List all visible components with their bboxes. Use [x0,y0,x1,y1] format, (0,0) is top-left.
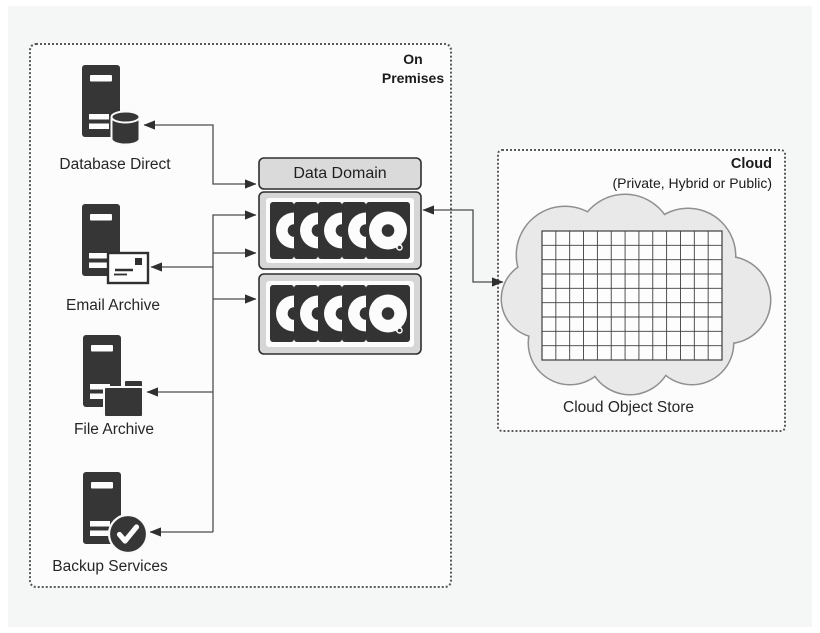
database-cylinder-icon [110,110,141,146]
object-store-grid [541,230,723,361]
folder-icon [103,379,144,418]
connector-trunk [212,210,257,532]
cloud-shape-icon [500,193,772,396]
data-domain-label: Data Domain [293,165,387,182]
cloud-title-main: Cloud [730,156,772,172]
data-domain-header [258,157,422,190]
on-premises-title: On Premises [381,51,445,86]
database-direct-label: Database Direct [59,156,171,173]
disk-shelf-1 [258,191,422,270]
connector-datadomain-cloud [422,205,504,287]
connector-lines [143,120,504,537]
file-archive-label: File Archive [73,421,155,438]
cloud-object-store-label: Cloud Object Store [563,399,694,416]
backup-services-label: Backup Services [52,558,168,575]
server-email-icon [82,204,150,285]
cloud-title: Cloud (Private, Hybrid or Public) [540,155,773,192]
server-folder-icon [83,335,144,418]
checkmark-circle-icon [107,513,149,555]
disk-shelf-2 [258,273,422,355]
connector-database-datadomain [143,120,257,189]
email-archive-label: Email Archive [66,297,160,314]
envelope-icon [106,251,150,285]
server-check-icon [83,472,149,555]
data-domain-appliance [258,157,422,355]
server-database-icon [82,65,141,146]
cloud-title-sub: (Private, Hybrid or Public) [612,175,773,191]
